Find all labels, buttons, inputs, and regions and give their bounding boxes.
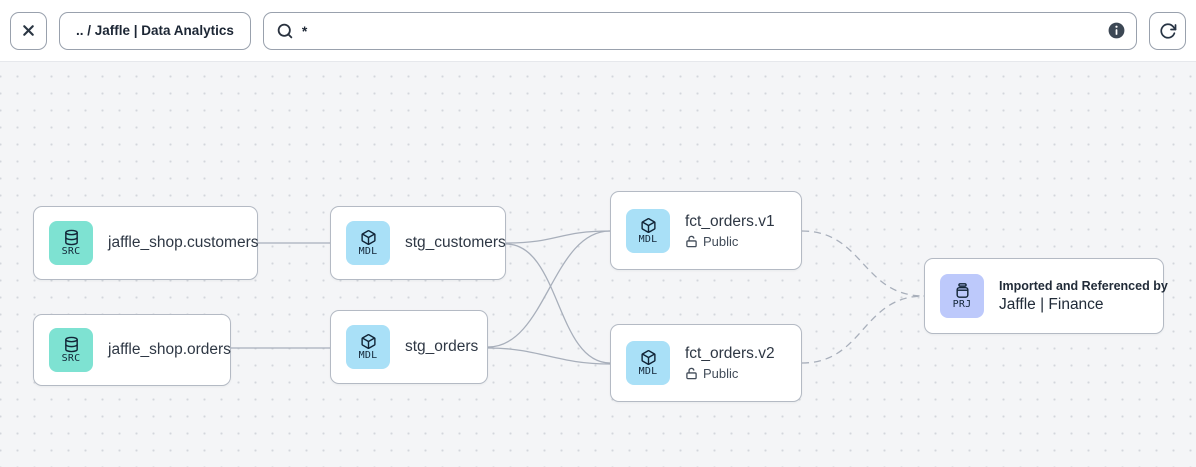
- search-box[interactable]: [262, 11, 1137, 50]
- project-label: Jaffle | Finance: [999, 295, 1104, 313]
- model-badge: MDL: [626, 341, 670, 385]
- model-badge: MDL: [346, 221, 390, 265]
- edge-stg-customers-to-fct-v2: [505, 243, 611, 364]
- cube-icon: [640, 217, 657, 234]
- badge-code: MDL: [638, 366, 658, 377]
- breadcrumb-label: .. / Jaffle | Data Analytics: [76, 23, 234, 38]
- badge-code: MDL: [638, 233, 658, 245]
- node-label: fct_orders.v1: [685, 212, 775, 230]
- node-label: stg_customers: [405, 234, 506, 251]
- edge-stg-orders-to-fct-v2: [487, 347, 611, 365]
- database-icon: [63, 336, 80, 353]
- source-badge: SRC: [49, 221, 93, 265]
- source-badge: SRC: [49, 328, 93, 372]
- info-icon[interactable]: [1107, 21, 1126, 40]
- search-input[interactable]: [301, 22, 1099, 39]
- node-fct-orders-v2[interactable]: MDL fct_orders.v2 Public: [610, 324, 802, 402]
- badge-code: SRC: [61, 246, 81, 257]
- search-icon: [276, 22, 294, 40]
- badge-code: MDL: [358, 350, 378, 361]
- lineage-toolbar: .. / Jaffle | Data Analytics: [0, 0, 1196, 62]
- node-stg-customers[interactable]: MDL stg_customers: [330, 206, 506, 280]
- node-label: jaffle_shop.orders: [108, 341, 231, 358]
- database-icon: [63, 229, 80, 246]
- refresh-icon: [1159, 22, 1177, 40]
- lock-open-icon: [685, 367, 698, 380]
- node-fct-orders-v1[interactable]: MDL fct_orders.v1 Public: [610, 191, 802, 270]
- node-label: stg_orders: [405, 338, 479, 355]
- edge-fct-v1-to-project: [801, 230, 925, 297]
- cube-icon: [360, 229, 377, 246]
- model-badge: MDL: [626, 208, 670, 253]
- project-badge: PRJ: [940, 274, 984, 318]
- badge-code: PRJ: [952, 299, 972, 310]
- edge-stg-orders-to-fct-v1: [487, 230, 611, 348]
- project-caption: Imported and Referenced by: [999, 278, 1168, 293]
- edge-layer: [231, 230, 925, 365]
- node-jaffle-shop-customers[interactable]: SRC jaffle_shop.customers: [33, 206, 259, 280]
- cube-icon: [640, 349, 657, 366]
- refresh-button[interactable]: [1149, 11, 1186, 50]
- lock-open-icon: [685, 235, 698, 248]
- access-row: Public: [685, 234, 775, 249]
- node-label: jaffle_shop.customers: [108, 234, 259, 251]
- node-stg-orders[interactable]: MDL stg_orders: [330, 310, 488, 384]
- close-button[interactable]: [10, 11, 47, 50]
- node-jaffle-shop-orders[interactable]: SRC jaffle_shop.orders: [33, 314, 231, 386]
- edge-fct-v2-to-project: [801, 295, 925, 364]
- access-label: Public: [703, 233, 739, 249]
- access-row: Public: [685, 366, 775, 381]
- access-label: Public: [703, 366, 739, 381]
- cube-icon: [360, 333, 377, 350]
- node-project-jaffle-finance[interactable]: PRJ Imported and Referenced by Jaffle | …: [924, 258, 1168, 334]
- node-label: fct_orders.v2: [685, 345, 775, 362]
- lineage-canvas[interactable]: SRC jaffle_shop.customers SRC jaffle_sho…: [0, 62, 1196, 467]
- badge-code: MDL: [358, 246, 378, 257]
- badge-code: SRC: [61, 353, 81, 364]
- breadcrumb[interactable]: .. / Jaffle | Data Analytics: [59, 11, 251, 50]
- edge-stg-customers-to-fct-v1: [505, 230, 611, 244]
- close-icon: [20, 22, 37, 39]
- model-badge: MDL: [346, 325, 390, 369]
- jar-icon: [954, 282, 971, 299]
